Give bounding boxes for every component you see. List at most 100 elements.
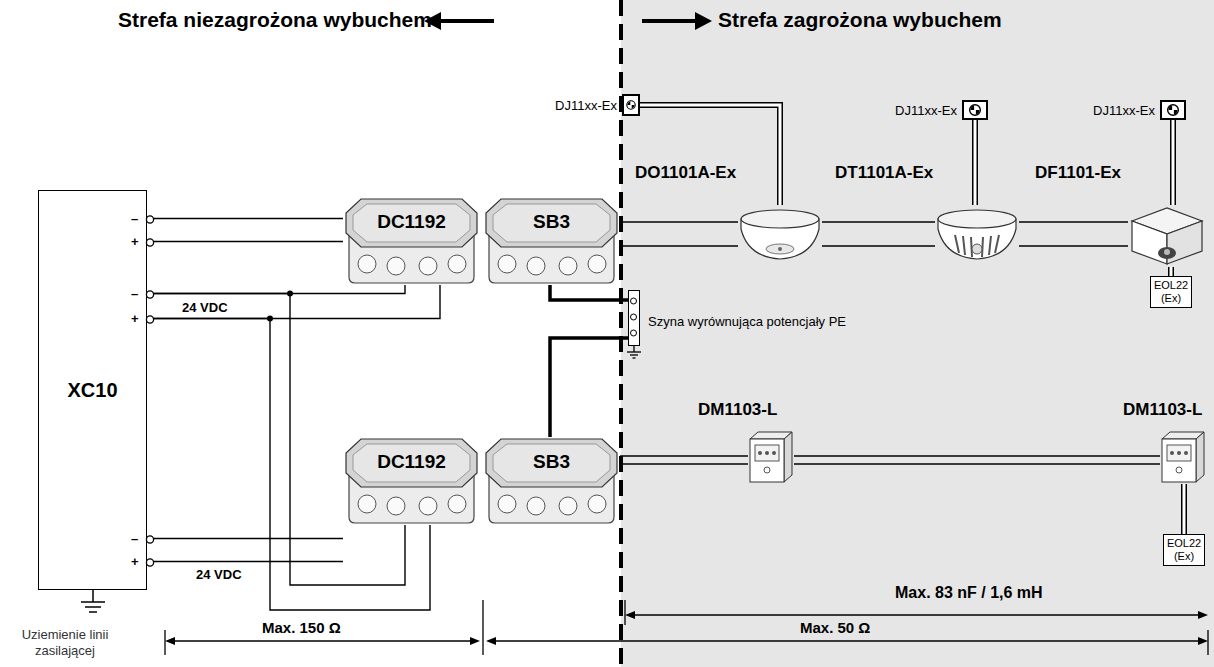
- device-body-part: [1128, 205, 1206, 267]
- dimension-lines-part: [1198, 637, 1208, 645]
- device-body-part-part: [778, 247, 782, 251]
- device-body-part-part: [741, 210, 819, 228]
- dimension-lines: [165, 600, 1208, 655]
- dimension-lines-part: [1198, 611, 1208, 619]
- junction-box: SB3: [483, 437, 620, 525]
- hazard-zone: [621, 0, 1214, 667]
- ground-symbol-part: [85, 606, 101, 608]
- indicator-box: DJ11xx-Ex: [1093, 100, 1186, 120]
- indicator-body: [1160, 100, 1186, 120]
- wire-pair: [822, 222, 935, 246]
- device-body-part: [748, 430, 794, 484]
- cable-inner: [1172, 120, 1175, 205]
- indicator-body-part: [1162, 102, 1184, 118]
- eol-label: EOL22 (Ex): [1152, 279, 1190, 305]
- terminal: [146, 536, 153, 543]
- pe-bar: Szyna wyrównująca potencjały PE: [628, 290, 640, 346]
- junction-box-part-part: [498, 255, 516, 273]
- cable-inner: [974, 120, 977, 205]
- device-body-part-part: [758, 451, 762, 455]
- junction-box-part: [343, 437, 480, 525]
- wire: [822, 245, 935, 246]
- junction-box-part: [343, 197, 480, 285]
- cable: [1184, 484, 1185, 534]
- terminal: [146, 239, 153, 246]
- device-body: [738, 205, 822, 262]
- device-body-part: [1160, 430, 1206, 484]
- device-label: DO1101A-Ex: [635, 163, 736, 183]
- device-body-part: [738, 205, 822, 262]
- junction-box-part-part: [387, 257, 405, 275]
- ground-symbol-part: [81, 601, 105, 603]
- box-label: SB3: [483, 451, 620, 473]
- device-body-part-part: [764, 467, 770, 473]
- dimension-lines-part: [482, 600, 483, 655]
- device-label: DM1103-L: [1123, 400, 1202, 420]
- cable-outer: [1170, 120, 1176, 205]
- wire: [794, 463, 1160, 464]
- junction-box-part-part: [559, 257, 577, 275]
- ground-symbol-part: [627, 351, 641, 352]
- panel-box: XC10: [38, 190, 147, 590]
- indicator-label: DJ11xx-Ex: [1093, 103, 1155, 118]
- zone-arrows-part: [695, 12, 712, 30]
- device-body: [935, 205, 1019, 262]
- end-of-line-box: EOL22 (Ex): [1150, 276, 1192, 308]
- cable-outer: [972, 120, 978, 205]
- dimension-lines-part: [1207, 630, 1208, 655]
- indicator-label: DJ11xx-Ex: [895, 103, 957, 118]
- device-body-part-part: [1164, 249, 1170, 255]
- wire: [620, 245, 738, 246]
- device-body-part-part: [1177, 451, 1181, 455]
- wire: [147, 241, 343, 242]
- cable: [975, 120, 976, 205]
- dimension-lines-part: [164, 630, 165, 655]
- end-of-line-box: EOL22 (Ex): [1163, 534, 1205, 566]
- dimension-lines-part: [486, 637, 496, 645]
- wire-pair: [147, 219, 343, 242]
- ground-symbol-part: [89, 611, 97, 613]
- cable-inner: [1183, 484, 1186, 534]
- zone-arrows: [424, 12, 712, 30]
- wire: [620, 463, 748, 464]
- wire: [147, 285, 440, 319]
- junction-box-part-part: [358, 255, 376, 273]
- junction-box-part-part: [387, 497, 405, 515]
- device-body-part-part: [784, 432, 792, 482]
- device-body-part-part: [972, 244, 982, 254]
- cable-outer: [1168, 267, 1174, 276]
- device-body-part-part: [1176, 467, 1182, 473]
- junction-box-part-part: [448, 495, 466, 513]
- device-body-part-part: [955, 235, 999, 257]
- device-body-part-part: [1162, 439, 1196, 482]
- indicator-body-part-part: [627, 101, 635, 109]
- ground-symbol-part: [92, 590, 94, 602]
- dimension-lines-part: [628, 614, 1205, 615]
- wire-pair: [794, 456, 1160, 464]
- box-label: DC1192: [343, 451, 480, 473]
- wire: [147, 561, 343, 562]
- wire: [147, 218, 343, 219]
- wire: [620, 455, 748, 456]
- junction-box: DC1192: [343, 197, 480, 285]
- device-body-part-part: [1167, 445, 1191, 461]
- cable-outer: [640, 105, 780, 205]
- wire: [550, 285, 628, 300]
- junction-box-part-part: [498, 495, 516, 513]
- terminal-sign: –: [131, 211, 138, 226]
- zone-heading: Strefa niezagrożona wybuchem: [118, 8, 432, 32]
- wire: [550, 338, 628, 437]
- junction-box-part-part: [559, 497, 577, 515]
- detector: DT1101A-Ex: [835, 163, 1019, 262]
- pe-bar-body-part-part: [631, 314, 637, 320]
- cable-outer: [1181, 484, 1187, 534]
- zone-heading: Strefa zagrożona wybuchem: [718, 8, 1002, 32]
- terminal-sign: –: [131, 286, 138, 301]
- detector: DO1101A-Ex: [635, 163, 822, 262]
- device-body-part-part: [1196, 432, 1204, 482]
- ground-symbol-part: [630, 354, 638, 355]
- pe-label: Szyna wyrównująca potencjały PE: [648, 314, 846, 329]
- indicator-body-part-part: [970, 105, 981, 116]
- junction-box-part: [483, 197, 620, 285]
